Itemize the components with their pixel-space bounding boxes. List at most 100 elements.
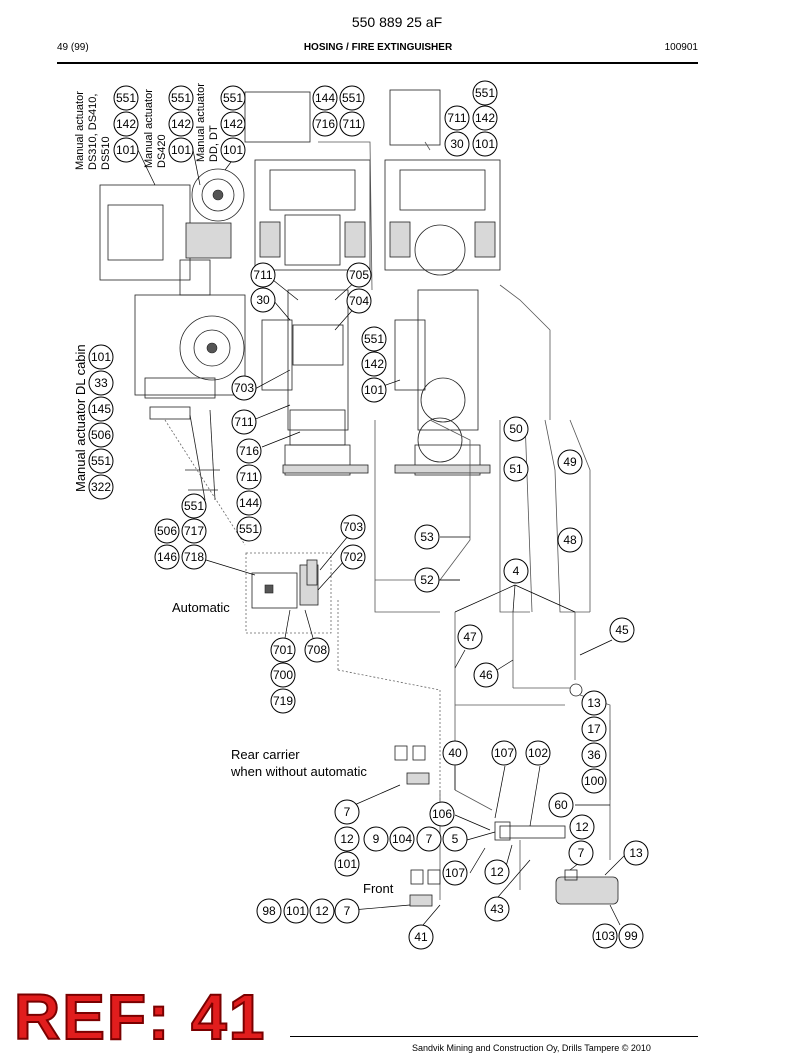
callout-balloon: 103 (592, 923, 618, 949)
callout-balloon: 144 (312, 85, 338, 111)
callout-circle (361, 351, 387, 377)
callout-number: 51 (509, 462, 523, 476)
label-manual-actuator-dd-line2: DD, DT (208, 125, 220, 162)
callout-number: 551 (364, 332, 384, 346)
callout-number: 104 (392, 832, 412, 846)
callout-number: 4 (513, 564, 520, 578)
callout-number: 41 (414, 930, 428, 944)
callout-balloon: 711 (250, 262, 276, 288)
callout-circle (414, 524, 440, 550)
callout-number: 551 (184, 499, 204, 513)
callout-balloon: 99 (618, 923, 644, 949)
callout-balloon: 43 (484, 896, 510, 922)
callout-balloon: 101 (168, 137, 194, 163)
callout-circle (309, 898, 335, 924)
callout-number: 703 (234, 381, 254, 395)
callout-circle (181, 518, 207, 544)
callout-circle (557, 527, 583, 553)
label-automatic: Automatic (172, 600, 230, 615)
date-code: 100901 (664, 42, 698, 53)
callout-balloon: 717 (181, 518, 207, 544)
callout-balloon: 702 (340, 544, 366, 570)
callout-number: 719 (273, 694, 293, 708)
callout-balloon: 50 (503, 416, 529, 442)
callout-number: 12 (490, 865, 504, 879)
callout-number: 704 (349, 294, 369, 308)
callout-number: 46 (479, 668, 493, 682)
callout-circle (270, 662, 296, 688)
callout-circle (88, 370, 114, 396)
callout-number: 30 (256, 293, 270, 307)
callout-number: 7 (426, 832, 433, 846)
callout-circle (444, 131, 470, 157)
callout-number: 708 (307, 643, 327, 657)
callout-balloon: 101 (472, 131, 498, 157)
callout-circle (168, 111, 194, 137)
callout-number: 700 (273, 668, 293, 682)
callout-number: 13 (587, 696, 601, 710)
callout-circle (361, 377, 387, 403)
callout-number: 322 (91, 480, 111, 494)
callout-number: 12 (315, 904, 329, 918)
left-rig-drawing (99, 168, 246, 546)
callout-circle (503, 456, 529, 482)
callout-circle (457, 624, 483, 650)
label-rear-carrier-line2: when without automatic (230, 764, 367, 779)
callout-number: 711 (447, 111, 466, 125)
callout-circle (346, 262, 372, 288)
callout-circle (339, 111, 365, 137)
callout-balloon: 30 (444, 131, 470, 157)
callout-balloon: 13 (623, 840, 649, 866)
callout-number: 40 (448, 746, 462, 760)
callout-circle (283, 898, 309, 924)
callout-circle (236, 490, 262, 516)
callout-circle (609, 617, 635, 643)
callout-circle (88, 448, 114, 474)
callout-circle (442, 826, 468, 852)
callout-balloon: 5 (442, 826, 468, 852)
callout-balloon: 107 (442, 860, 468, 886)
callout-balloon: 48 (557, 527, 583, 553)
callout-circle (88, 344, 114, 370)
callout-balloon: 142 (168, 111, 194, 137)
callout-number: 9 (373, 832, 380, 846)
callout-balloon: 107 (491, 740, 517, 766)
callout-balloon: 101 (361, 377, 387, 403)
callout-number: 711 (239, 470, 258, 484)
callout-circle (442, 860, 468, 886)
callout-balloon: 144 (236, 490, 262, 516)
callout-circle (334, 898, 360, 924)
callout-balloon: 98 (256, 898, 282, 924)
callout-circle (304, 637, 330, 663)
callout-balloon: 551 (339, 85, 365, 111)
callout-balloon: 506 (88, 422, 114, 448)
callout-circle (346, 288, 372, 314)
label-manual-actuator-ds310-line3: DS510 (100, 136, 112, 170)
callout-number: 101 (116, 143, 136, 157)
callout-circle (569, 814, 595, 840)
callout-circle (181, 544, 207, 570)
callout-circle (484, 896, 510, 922)
callout-circle (220, 111, 246, 137)
callout-balloon: 551 (472, 80, 498, 106)
callout-balloon: 7 (568, 840, 594, 866)
callout-circle (270, 688, 296, 714)
callout-number: 716 (315, 117, 335, 131)
callout-balloon: 12 (334, 826, 360, 852)
callout-number: 551 (239, 522, 259, 536)
callout-balloon: 142 (113, 111, 139, 137)
callout-balloon: 703 (340, 514, 366, 540)
callout-number: 7 (578, 846, 585, 860)
callout-circle (618, 923, 644, 949)
callout-circle (581, 690, 607, 716)
callout-number: 703 (343, 520, 363, 534)
callout-circle (113, 85, 139, 111)
callout-circle (88, 422, 114, 448)
callout-circle (414, 567, 440, 593)
callout-circle (236, 438, 262, 464)
callout-circle (231, 409, 257, 435)
callout-circle (525, 740, 551, 766)
callout-balloon: 47 (457, 624, 483, 650)
callout-balloon: 551 (181, 493, 207, 519)
